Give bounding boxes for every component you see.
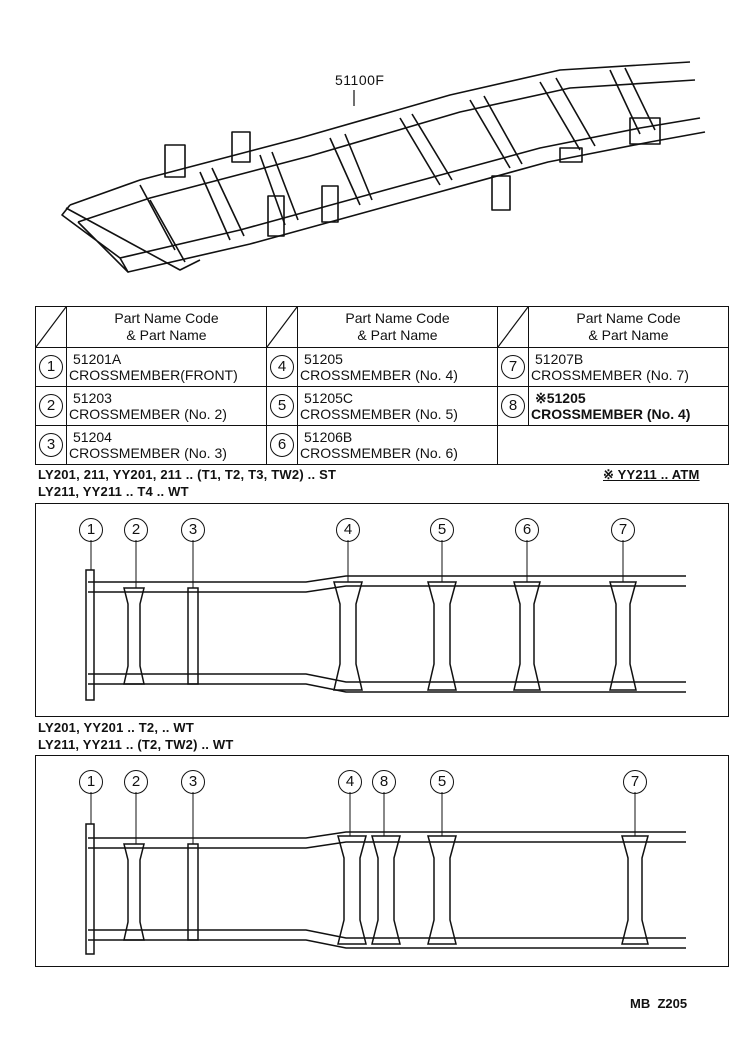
part-name: CROSSMEMBER(FRONT)	[69, 366, 238, 383]
crossmember-no5	[427, 581, 457, 691]
callout-badge: 7	[623, 770, 647, 794]
part-name: CROSSMEMBER (No. 2)	[69, 405, 227, 422]
frame-diagram-st: 1 2 3 4 5 6 7	[35, 503, 729, 717]
column-header: Part Name Code & Part Name	[297, 306, 498, 348]
part-name: CROSSMEMBER (No. 6)	[300, 444, 458, 461]
part-code: 51204	[73, 428, 112, 445]
callout-leaders	[90, 792, 636, 844]
upper-rail	[88, 831, 686, 839]
crossmember-no7	[621, 835, 649, 945]
atm-note: ※ YY211 .. ATM	[603, 467, 700, 482]
crossmember-no6	[513, 581, 541, 691]
header-diagonal-cell	[497, 306, 529, 348]
header-diagonal-cell	[35, 306, 67, 348]
empty-cell	[497, 425, 729, 465]
column-header: Part Name Code & Part Name	[528, 306, 729, 348]
callout-badge: 3	[181, 518, 205, 542]
crossmember-no2	[123, 843, 145, 941]
lower-rail	[88, 929, 686, 939]
callout-badge: 4	[338, 770, 362, 794]
part-code: 51205C	[304, 389, 354, 406]
part-number-badge: 7	[501, 355, 525, 379]
crossmember-no3	[187, 587, 199, 685]
callout-badge: 4	[336, 518, 360, 542]
page-code: MB Z205	[630, 996, 688, 1011]
frame-assembly-illustration	[61, 61, 706, 273]
part-name: CROSSMEMBER (No. 5)	[300, 405, 458, 422]
upper-rail-inner	[88, 841, 686, 849]
part-number-badge: 5	[270, 394, 294, 418]
callout-badge: 8	[372, 770, 396, 794]
crossmember-no5	[427, 835, 457, 945]
part-name: CROSSMEMBER (No. 3)	[69, 444, 227, 461]
callout-badge: 1	[79, 770, 103, 794]
lower-rail-inner	[88, 683, 686, 693]
callout-leaders	[90, 540, 624, 588]
part-number-badge: 2	[39, 394, 63, 418]
part-code: 51203	[73, 389, 112, 406]
part-number-badge: 1	[39, 355, 63, 379]
variant-note-1: LY201, 211, YY201, 211 .. (T1, T2, T3, T…	[38, 467, 337, 482]
crossmember-no7	[609, 581, 637, 691]
table-header-row: Part Name Code & Part Name Part Name Cod…	[35, 306, 729, 348]
variant-note-4: LY211, YY211 .. (T2, TW2) .. WT	[38, 737, 234, 752]
crossmember-no2	[123, 587, 145, 685]
callout-badge: 2	[124, 518, 148, 542]
crossmember-front	[85, 823, 95, 955]
column-header: Part Name Code & Part Name	[66, 306, 267, 348]
parts-table: Part Name Code & Part Name Part Name Cod…	[35, 306, 729, 465]
callout-badge: 1	[79, 518, 103, 542]
part-number-badge: 6	[270, 433, 294, 457]
part-name: CROSSMEMBER (No. 4)	[300, 366, 458, 383]
frame-plan-view-1	[85, 540, 686, 701]
crossmember-no8	[371, 835, 401, 945]
crossmember-no4	[337, 835, 367, 945]
variant-note-2: LY211, YY211 .. T4 .. WT	[38, 484, 189, 499]
part-code: 51201A	[73, 350, 122, 367]
header-diagonal-cell	[266, 306, 298, 348]
crossmember-front	[85, 569, 95, 701]
part-number-badge: 3	[39, 433, 63, 457]
crossmember-no4	[333, 581, 363, 691]
frame-diagram-wt: 1 2 3 4 8 5 7	[35, 755, 729, 967]
lower-rail	[88, 673, 686, 683]
variant-note-3: LY201, YY201 .. T2, .. WT	[38, 720, 195, 735]
part-code: 51207B	[535, 350, 584, 367]
frame-assembly-code: 51100F	[335, 72, 385, 88]
part-code: ※51205	[535, 389, 586, 406]
upper-rail	[88, 575, 686, 583]
part-name: CROSSMEMBER (No. 7)	[531, 366, 689, 383]
part-code: 51206B	[304, 428, 353, 445]
callout-badge: 7	[611, 518, 635, 542]
frame-plan-view-2	[85, 792, 686, 955]
callout-badge: 3	[181, 770, 205, 794]
part-code: 51205	[304, 350, 343, 367]
part-number-badge: 4	[270, 355, 294, 379]
callout-badge: 5	[430, 770, 454, 794]
part-name: CROSSMEMBER (No. 4)	[531, 405, 691, 422]
crossmember-no3	[187, 843, 199, 941]
upper-rail-inner	[88, 585, 686, 593]
callout-badge: 6	[515, 518, 539, 542]
part-number-badge: 8	[501, 394, 525, 418]
callout-badge: 2	[124, 770, 148, 794]
callout-badge: 5	[430, 518, 454, 542]
